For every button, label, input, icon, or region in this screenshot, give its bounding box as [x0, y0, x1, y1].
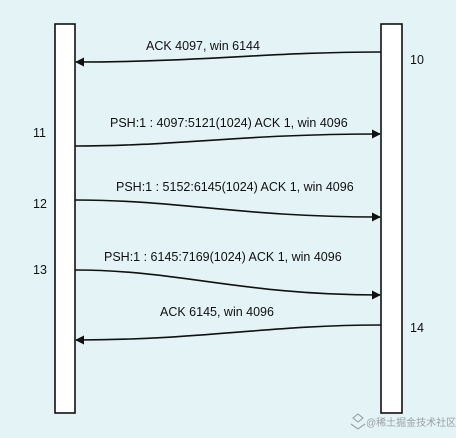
step-label-12: 12	[33, 197, 47, 211]
message-arrow-psh-5152	[74, 199, 381, 222]
step-label-13: 13	[33, 263, 47, 277]
message-label-psh-5152: PSH:1 : 5152:6145(1024) ACK 1, win 4096	[116, 180, 354, 194]
message-arrow-ack-6145	[75, 324, 382, 345]
watermark: @稀土掘金技术社区	[350, 413, 456, 430]
step-label-14: 14	[410, 321, 424, 335]
message-label-ack-4097: ACK 4097, win 6144	[146, 39, 260, 53]
message-arrow-ack-4097	[75, 51, 382, 67]
message-arrow-psh-4097	[74, 129, 381, 147]
juejin-icon	[350, 413, 366, 430]
right-lifeline	[380, 23, 403, 414]
message-label-psh-4097: PSH:1 : 4097:5121(1024) ACK 1, win 4096	[110, 116, 348, 130]
message-arrow-psh-6145	[74, 269, 381, 300]
step-label-10: 10	[410, 53, 424, 67]
left-lifeline	[54, 23, 76, 414]
message-label-psh-6145: PSH:1 : 6145:7169(1024) ACK 1, win 4096	[104, 250, 342, 264]
step-label-11: 11	[33, 126, 46, 140]
message-label-ack-6145: ACK 6145, win 4096	[160, 305, 274, 319]
watermark-text: @稀土掘金技术社区	[366, 416, 456, 429]
